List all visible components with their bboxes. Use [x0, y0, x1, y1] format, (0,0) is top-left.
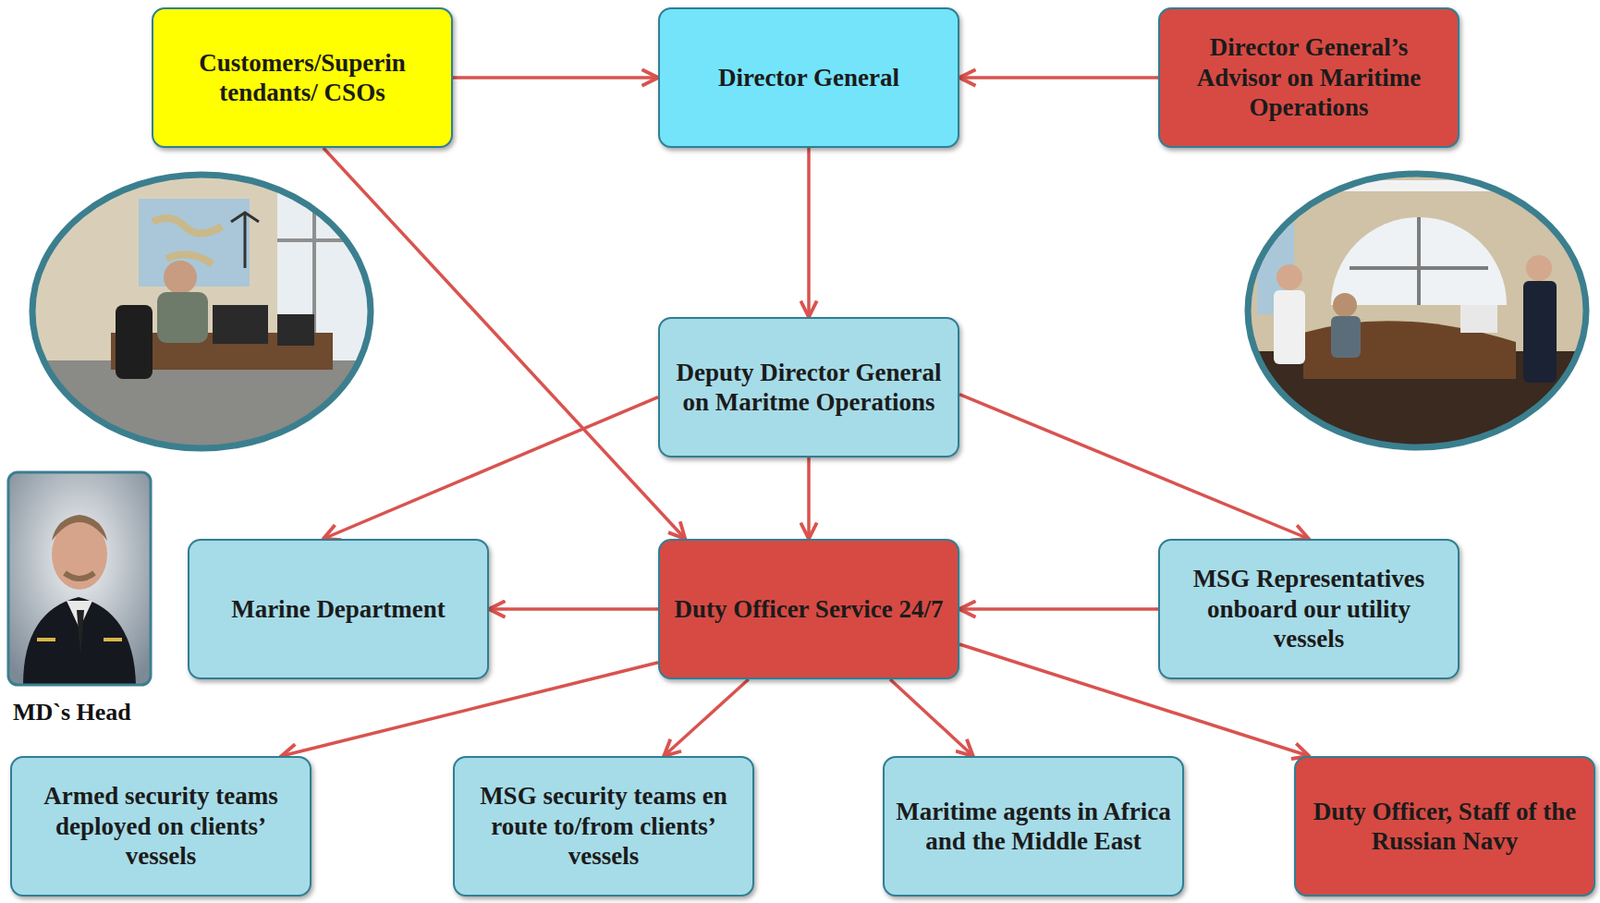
- department-box: Marine Department: [187, 538, 489, 680]
- office-photo-right: [1245, 170, 1590, 453]
- box-text: MSG Representatives onboard our utility …: [1169, 563, 1449, 654]
- representative-box: MSG Representatives onboard our utility …: [1158, 538, 1460, 680]
- box-text: Director General’s Advisor on Maritime O…: [1169, 32, 1449, 123]
- portrait-caption: MD`s Head: [12, 698, 132, 727]
- arrow-connector: [806, 457, 811, 539]
- duty-box: Duty Officer Service 24/7: [658, 538, 960, 680]
- team-box: MSG security teams en route to/from clie…: [452, 756, 755, 897]
- customer-box: Customers/Superin tendants/ CSOs: [151, 7, 453, 148]
- deputy-box: Deputy Director General on Maritme Opera…: [658, 317, 960, 458]
- arrow-connector: [323, 397, 659, 539]
- box-text: Deputy Director General on Maritme Opera…: [669, 357, 949, 418]
- arrow-connector: [959, 607, 1159, 611]
- box-text: Armed security teams deployed on clients…: [21, 781, 301, 871]
- box-text: Marine Department: [231, 594, 446, 624]
- box-text: Director General: [718, 62, 900, 93]
- box-text: MSG security teams en route to/from clie…: [464, 781, 744, 871]
- director-box: Director General: [658, 7, 960, 148]
- arrow-connector: [488, 607, 659, 611]
- arrow-connector: [890, 679, 974, 757]
- office-photo-left: [27, 170, 379, 463]
- navy-box: Duty Officer, Staff of the Russian Navy: [1294, 756, 1596, 897]
- advisor-box: Director General’s Advisor on Maritime O…: [1158, 7, 1460, 148]
- arrow-connector: [959, 75, 1159, 80]
- arrow-connector: [663, 679, 749, 757]
- box-text: Customers/Superin tendants/ CSOs: [162, 48, 442, 109]
- arrow-connector: [452, 75, 659, 80]
- agent-box: Maritime agents in Africa and the Middle…: [882, 756, 1185, 897]
- arrow-connector: [806, 147, 811, 318]
- arrow-connector: [959, 394, 1309, 539]
- box-text: Maritime agents in Africa and the Middle…: [893, 796, 1173, 857]
- arrow-connector: [323, 147, 686, 539]
- box-text: Duty Officer, Staff of the Russian Navy: [1305, 796, 1585, 857]
- team-box: Armed security teams deployed on clients…: [10, 756, 312, 897]
- head-portrait: [8, 472, 151, 685]
- box-text: Duty Officer Service 24/7: [673, 594, 943, 624]
